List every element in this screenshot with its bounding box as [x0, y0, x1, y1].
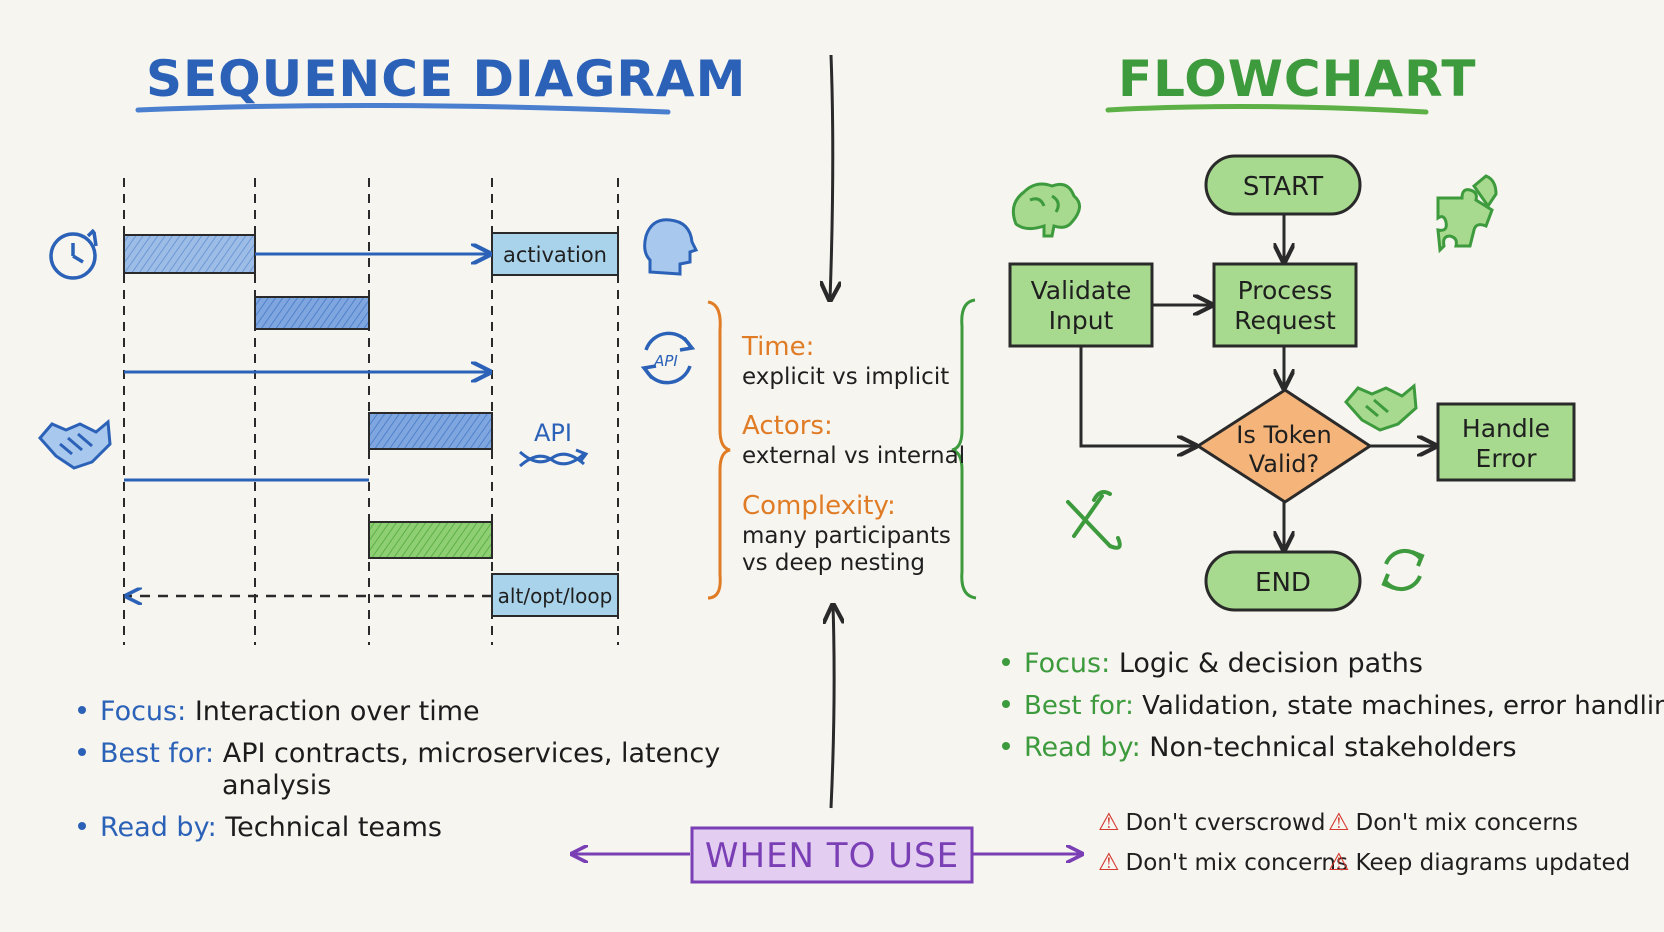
- left-bullet-best-for: Best for: API contracts, microservices, …: [78, 738, 720, 770]
- bullet-key: Focus:: [1024, 648, 1111, 679]
- bullet-value: Technical teams: [225, 812, 442, 843]
- sequence-title-underline: [135, 102, 671, 115]
- warning-item: ⚠Don't mix concerns: [1328, 808, 1578, 836]
- warning-text: Don't mix concerns: [1125, 850, 1348, 876]
- process-label-1: Process: [1238, 276, 1333, 305]
- flowchart-title: FLOWCHART: [1118, 50, 1477, 108]
- bullet-key: Best for:: [1024, 691, 1134, 721]
- refresh-icon: [1381, 548, 1425, 592]
- flowchart-title-underline: [1105, 103, 1429, 115]
- fragment-label: alt/opt/loop: [498, 584, 613, 608]
- bullet-dot: [1002, 741, 1010, 750]
- bullet-value: Logic & decision paths: [1118, 648, 1423, 679]
- bullet-dot: [78, 821, 86, 830]
- warning-icon: ⚠: [1098, 848, 1120, 876]
- compare-head-time: Time:: [741, 332, 814, 362]
- right-bullet-read-by: Read by: Non-technical stakeholders: [1002, 732, 1517, 764]
- right-bullet-focus: Focus: Logic & decision paths: [1002, 648, 1423, 680]
- fragment-box: [491, 573, 619, 617]
- warning-text: Don't cverscrowd: [1125, 810, 1326, 836]
- compare-head-complexity: Complexity:: [742, 491, 896, 521]
- api-twist-icon: [519, 448, 589, 468]
- bullet-key: Focus:: [100, 696, 187, 727]
- warning-item: ⚠Keep diagrams updated: [1328, 848, 1630, 876]
- warning-icon: ⚠: [1328, 808, 1350, 836]
- when-to-use-label: WHEN TO USE: [705, 836, 959, 876]
- bullet-dot: [1002, 699, 1010, 708]
- api-label: API: [534, 419, 572, 447]
- puzzle-icon: [1436, 174, 1498, 254]
- head-icon: [643, 218, 699, 276]
- warning-item: ⚠Don't mix concerns: [1098, 848, 1348, 876]
- brain-icon: [1011, 182, 1081, 238]
- validate-node: [1008, 262, 1154, 348]
- compare-head-actors: Actors:: [742, 411, 833, 441]
- end-label: END: [1255, 568, 1311, 598]
- green-brace: [951, 298, 977, 600]
- warning-text: Don't mix concerns: [1355, 810, 1578, 836]
- left-bullet-read-by: Read by: Technical teams: [78, 812, 442, 844]
- handle-label-2: Error: [1476, 444, 1538, 473]
- bullet-dot: [1002, 657, 1010, 666]
- bullet-value: Interaction over time: [194, 696, 480, 727]
- clock-icon: [49, 228, 98, 280]
- activation-bar: [123, 234, 256, 274]
- bullet-key: Read by:: [100, 812, 217, 843]
- validate-label-2: Input: [1049, 306, 1114, 335]
- bullet-dot: [78, 747, 86, 756]
- bullet-value-cont: analysis: [222, 770, 332, 801]
- decision-label-1: Is Token: [1236, 421, 1332, 449]
- left-bullet-best-for-cont: analysis: [222, 770, 331, 802]
- compare-line-time: explicit vs implicit: [742, 364, 949, 390]
- compare-line-complexity-1: many participants: [742, 523, 951, 549]
- process-node: [1212, 262, 1358, 348]
- compare-list: Time: explicit vs implicit Actors: exter…: [741, 332, 965, 576]
- flow-arrow: [1079, 346, 1196, 446]
- process-label-2: Request: [1234, 306, 1336, 335]
- center-arrow-up: [831, 605, 834, 809]
- sequence-title: SEQUENCE DIAGRAM: [146, 50, 746, 108]
- decision-label-2: Valid?: [1249, 450, 1320, 478]
- api-cycle-icon: [640, 331, 696, 385]
- bullet-key: Best for:: [100, 738, 215, 769]
- bullet-key: Read by:: [1024, 732, 1141, 763]
- activation-bar: [368, 412, 493, 450]
- left-bullet-focus: Focus: Interaction over time: [78, 696, 480, 728]
- compare-line-actors: external vs internal: [742, 443, 965, 469]
- bullet-value: API contracts, microservices, latency: [222, 738, 721, 769]
- warning-icon: ⚠: [1328, 848, 1350, 876]
- compare-line-complexity-2: vs deep nesting: [742, 550, 925, 576]
- right-bullet-best-for: Best for: Validation, state machines, er…: [1002, 690, 1664, 722]
- handle-label-1: Handle: [1462, 414, 1550, 443]
- activation-label: activation: [503, 243, 607, 267]
- handshake-green-icon: [1344, 383, 1418, 432]
- validate-label-1: Validate: [1031, 276, 1132, 305]
- activation-bar: [254, 296, 370, 330]
- bullet-dot: [78, 705, 86, 714]
- bullet-value: Non-technical stakeholders: [1149, 732, 1517, 763]
- warning-item: ⚠Don't cverscrowd: [1098, 808, 1325, 836]
- start-label: START: [1243, 172, 1323, 202]
- handshake-icon: [38, 419, 112, 470]
- warning-text: Keep diagrams updated: [1355, 850, 1631, 876]
- flowchart: START Validate Input Process Request Is …: [1008, 154, 1576, 612]
- when-to-use-box: [690, 826, 974, 884]
- api-cycle-label: API: [653, 352, 678, 370]
- orange-brace: [707, 300, 731, 600]
- wrench-icon: [1066, 490, 1122, 550]
- lifelines: [123, 178, 619, 645]
- center-arrow-down: [830, 54, 833, 300]
- bullet-value: Validation, state machines, error handli…: [1142, 691, 1664, 721]
- warning-icon: ⚠: [1098, 808, 1120, 836]
- activation-bar-green: [368, 521, 493, 559]
- handle-error-node: [1436, 402, 1576, 482]
